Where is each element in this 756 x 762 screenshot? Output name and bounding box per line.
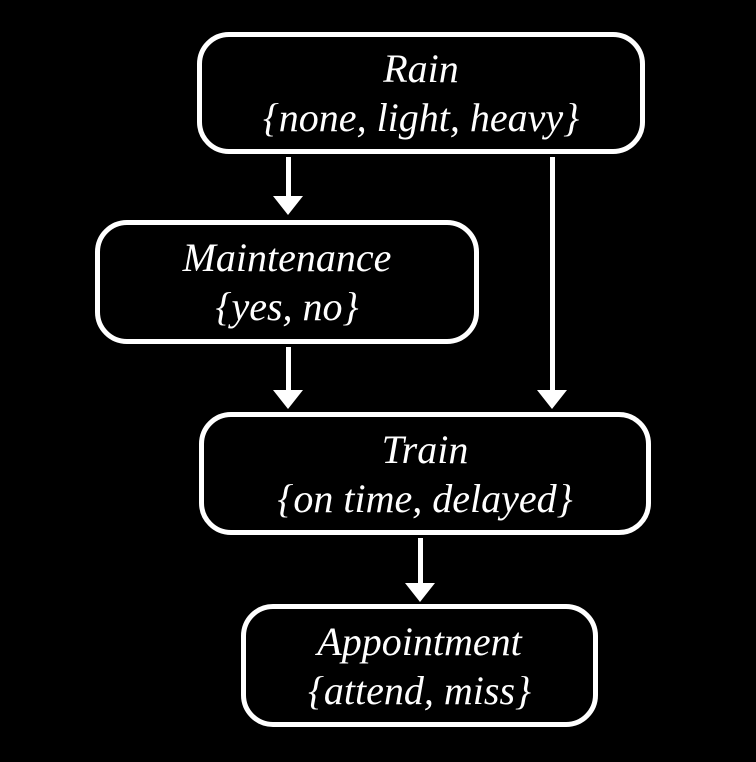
- node-rain: Rain {none, light, heavy}: [197, 32, 645, 154]
- node-label: Rain: [383, 46, 459, 91]
- node-label: Train: [381, 426, 469, 472]
- edge-rain-to-maintenance: [273, 157, 303, 215]
- arrowhead-down-icon: [273, 390, 303, 409]
- edge-line: [549, 157, 555, 390]
- arrowhead-down-icon: [537, 390, 567, 409]
- node-domain: {attend, miss}: [307, 667, 532, 713]
- arrowhead-down-icon: [405, 583, 435, 602]
- edge-train-to-appointment: [405, 538, 435, 602]
- node-domain: {none, light, heavy}: [262, 95, 580, 140]
- arrowhead-down-icon: [273, 196, 303, 215]
- node-maintenance: Maintenance {yes, no}: [95, 220, 479, 344]
- node-label: Maintenance: [182, 235, 392, 280]
- edge-rain-to-train: [537, 157, 567, 409]
- node-domain: {yes, no}: [215, 284, 359, 329]
- edge-line: [285, 347, 291, 390]
- node-label: Appointment: [317, 618, 522, 664]
- edge-line: [417, 538, 423, 583]
- edge-maintenance-to-train: [273, 347, 303, 409]
- node-train: Train {on time, delayed}: [199, 412, 651, 535]
- node-appointment: Appointment {attend, miss}: [241, 604, 598, 727]
- edge-line: [285, 157, 291, 196]
- node-domain: {on time, delayed}: [277, 475, 573, 521]
